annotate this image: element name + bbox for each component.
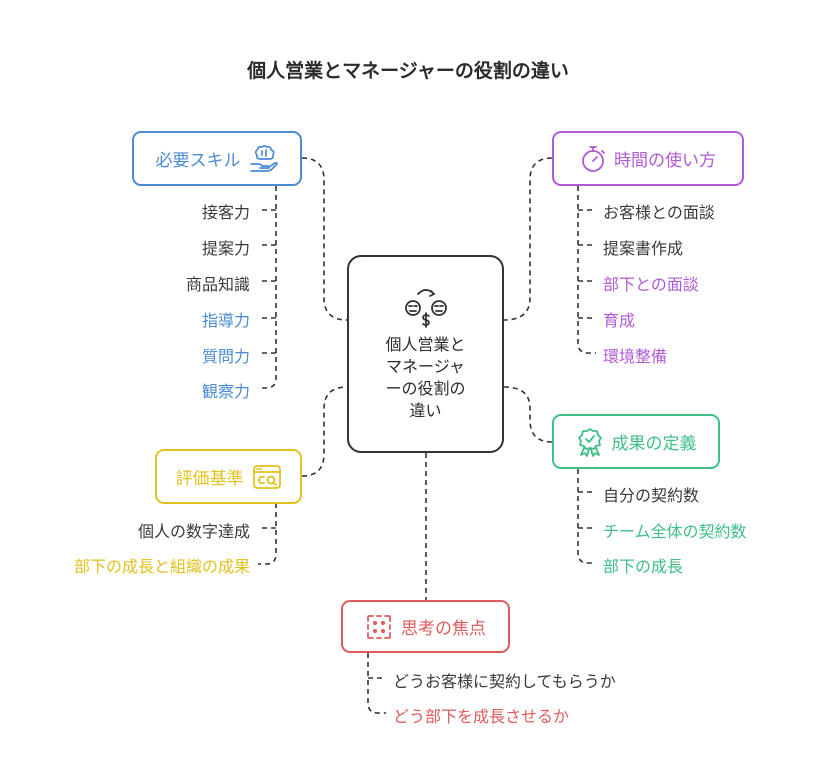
branch-thinking-label: 思考の焦点: [401, 619, 486, 639]
results-item: 部下の成長: [603, 557, 684, 576]
connector-results: [503, 386, 553, 443]
branch-evaluation[interactable]: 評価基準: [155, 449, 302, 504]
branch-time-label: 時間の使い方: [614, 151, 716, 171]
skill-item: 観察力: [201, 382, 250, 401]
time-item: 提案書作成: [603, 239, 684, 258]
evaluation-item: 部下の成長と組織の成果: [73, 557, 250, 576]
focus-frame-icon: [365, 613, 393, 641]
skill-item: 接客力: [201, 203, 250, 222]
skill-item: 提案力: [201, 239, 250, 258]
time-item: 育成: [603, 311, 636, 330]
skill-item: 指導力: [201, 311, 250, 330]
branch-skills-label: 必要スキル: [155, 151, 241, 171]
central-topic-node[interactable]: 個人営業と マネージャ ーの役割の 違い: [347, 255, 504, 453]
branch-skills[interactable]: 必要スキル: [132, 131, 302, 186]
browser-window-icon: [252, 464, 282, 490]
connector-time: [503, 157, 553, 321]
branch-evaluation-label: 評価基準: [175, 469, 244, 489]
branch-results[interactable]: 成果の定義: [552, 414, 720, 469]
skill-item: 商品知識: [185, 275, 250, 294]
central-topic-label: 個人営業と マネージャ ーの役割の 違い: [385, 335, 466, 420]
stopwatch-icon: [580, 145, 606, 173]
branch-time[interactable]: 時間の使い方: [552, 131, 744, 186]
time-item: 環境整備: [603, 347, 668, 366]
results-item: 自分の契約数: [603, 486, 700, 505]
thinking-item: どうお客様に契約してもらうか: [393, 672, 616, 691]
time-item: お客様との面談: [603, 203, 715, 222]
results-item: チーム全体の契約数: [603, 522, 747, 541]
evaluation-item: 個人の数字達成: [137, 522, 250, 541]
branch-results-label: 成果の定義: [611, 434, 697, 454]
diagram-title: 個人営業とマネージャーの役割の違い: [247, 60, 569, 82]
brain-hand-icon: [249, 144, 279, 173]
thinking-item: どう部下を成長させるか: [393, 707, 570, 726]
connector-evaluation: [301, 386, 348, 477]
award-badge-icon: [576, 427, 604, 457]
connector-skills: [301, 157, 348, 321]
sales-person-exchange-icon: [404, 289, 447, 328]
skill-item: 質問力: [201, 347, 250, 366]
branch-thinking[interactable]: 思考の焦点: [341, 600, 510, 653]
time-item: 部下との面談: [603, 275, 699, 294]
